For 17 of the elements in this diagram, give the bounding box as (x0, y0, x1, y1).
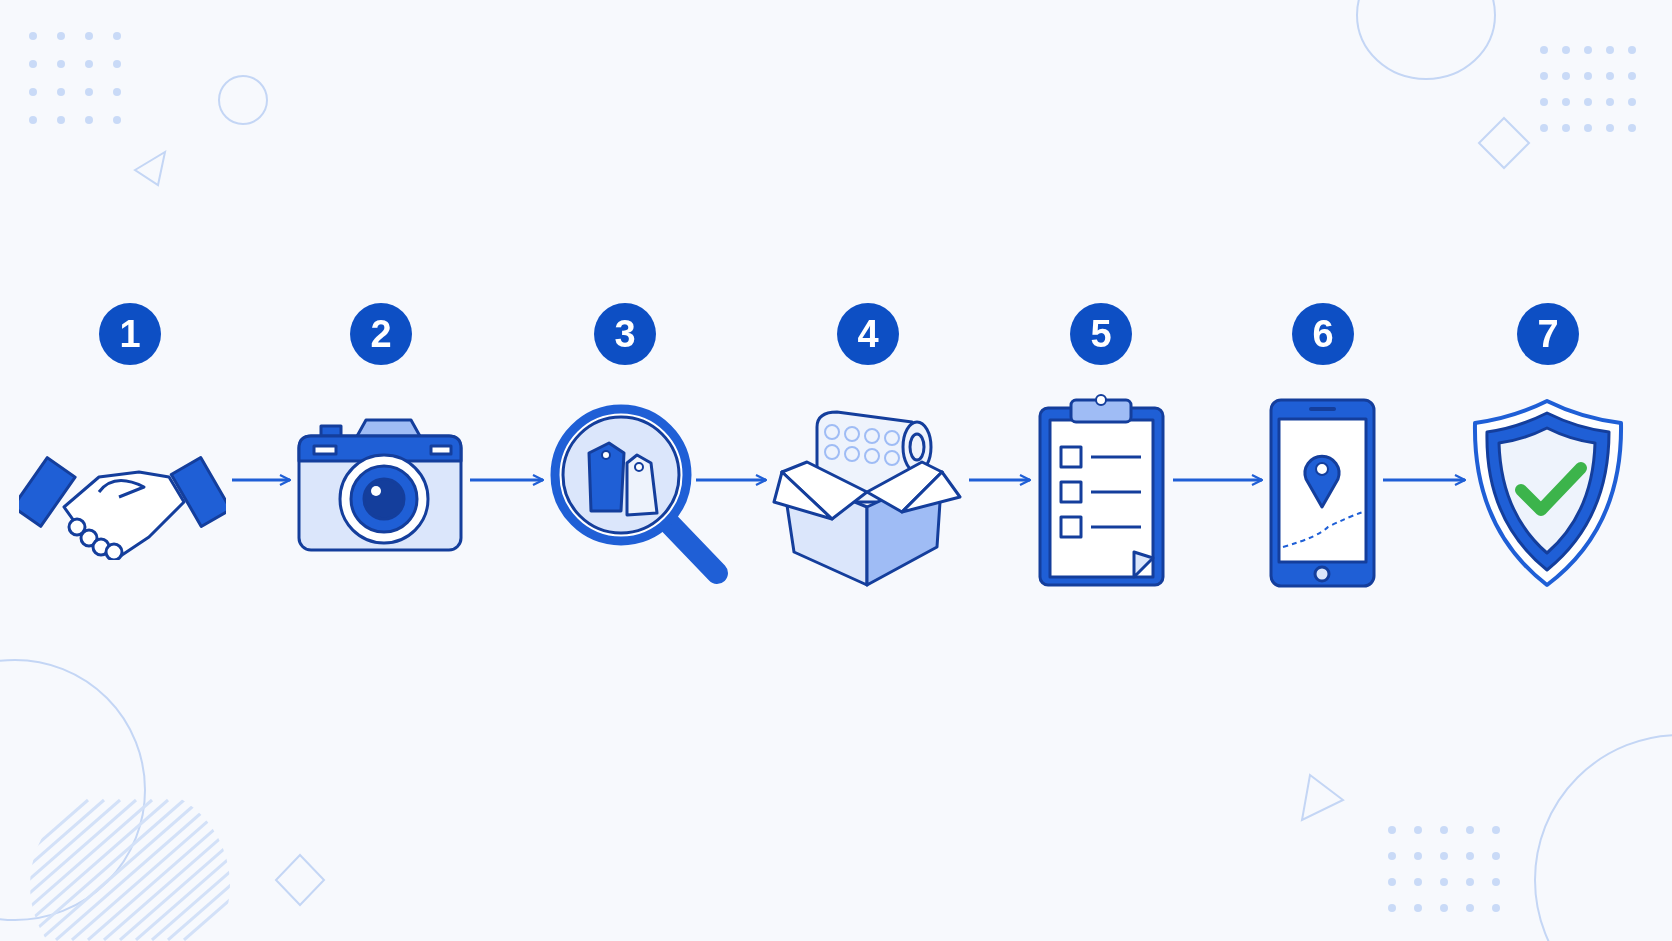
step-number-badge: 1 (99, 303, 161, 365)
clipboard-checklist-drawing (1036, 392, 1167, 589)
step-number-badge: 3 (594, 303, 656, 365)
step-number-badge: 6 (1292, 303, 1354, 365)
step-number-badge: 4 (837, 303, 899, 365)
step-number-badge: 5 (1070, 303, 1132, 365)
arrow (696, 473, 768, 487)
arrow (232, 473, 292, 487)
camera-drawing (296, 416, 464, 554)
shield-check-drawing (1471, 398, 1624, 588)
arrow (1173, 473, 1264, 487)
arrow (969, 473, 1032, 487)
step-number-badge: 2 (350, 303, 412, 365)
phone-map-pin-drawing (1268, 397, 1377, 589)
step-number-badge: 7 (1517, 303, 1579, 365)
arrow (470, 473, 545, 487)
arrow (1383, 473, 1467, 487)
